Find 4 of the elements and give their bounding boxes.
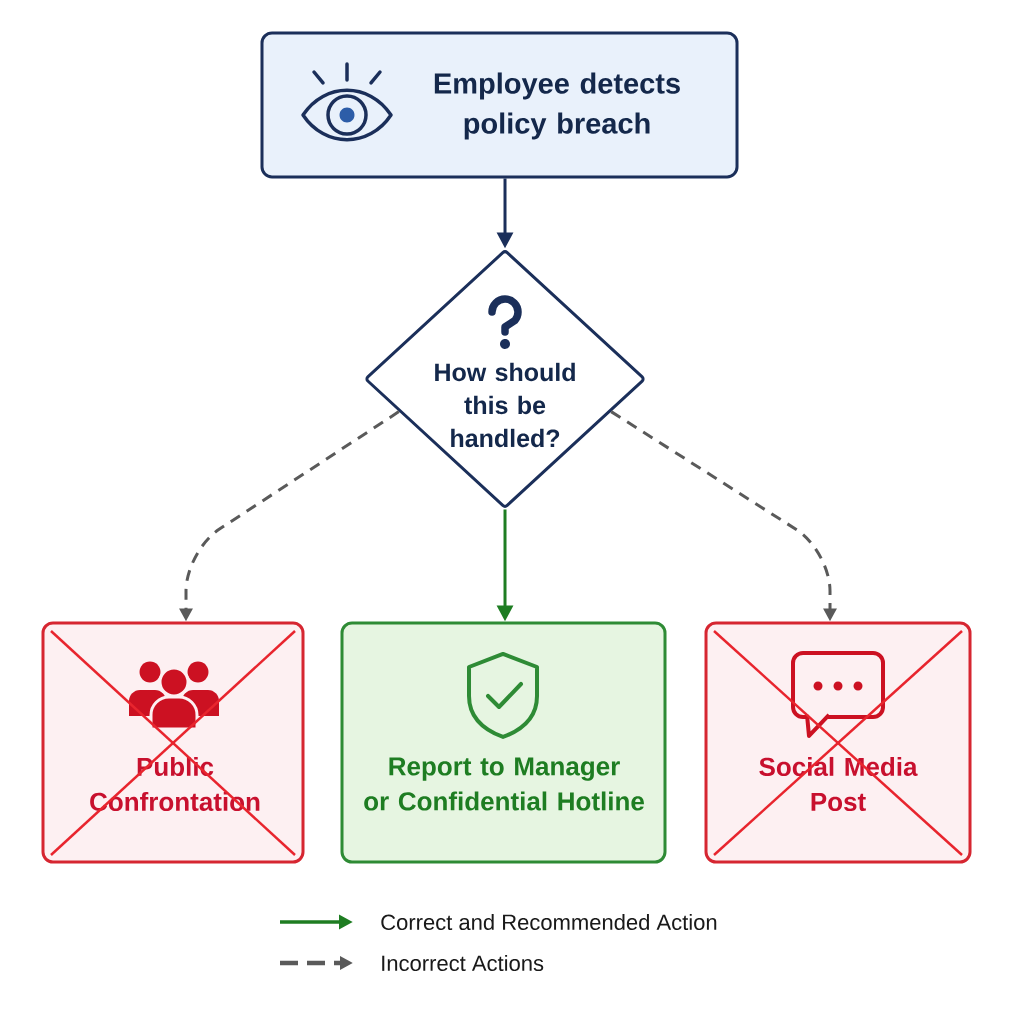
process-box: Employee detects policy breach: [260, 31, 739, 179]
option-box: Report to Manager or Confidential Hotline: [340, 621, 667, 864]
legend-label: Correct and Recommended Action: [381, 913, 717, 931]
legend-label: Incorrect Actions: [382, 954, 544, 972]
